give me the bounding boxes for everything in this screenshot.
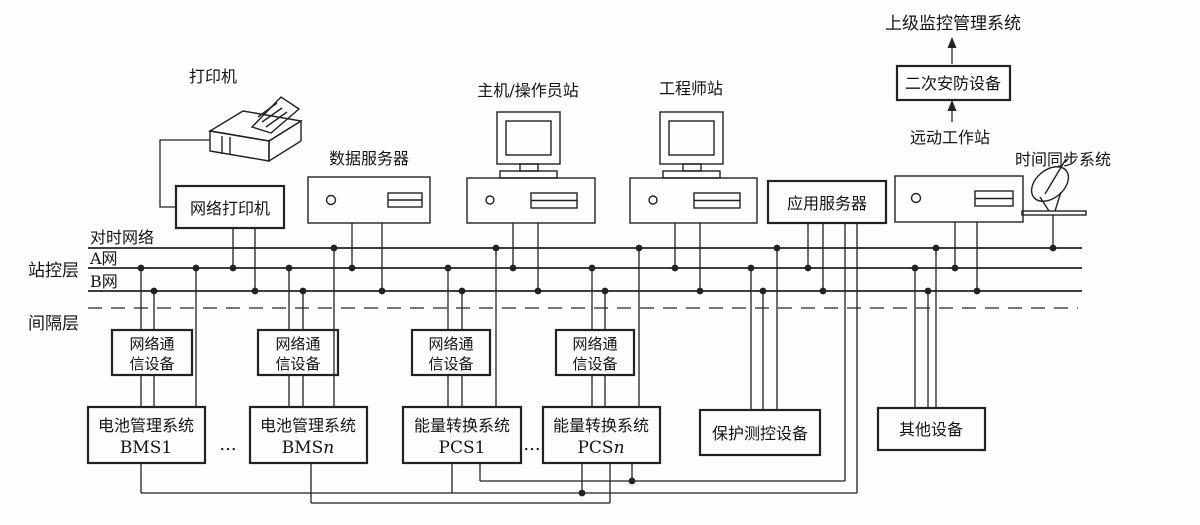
time-network-label: 对时网络 bbox=[90, 228, 154, 247]
svg-text:网络通: 网络通 bbox=[572, 335, 617, 353]
other-device-box: 其他设备 bbox=[876, 406, 987, 452]
pcsn-id: PCSn bbox=[577, 438, 624, 458]
printer-connector bbox=[159, 139, 210, 208]
network-comm-box-2: 网络通 信设备 bbox=[256, 328, 340, 377]
printer-icon bbox=[208, 96, 303, 163]
net-a-label: A网 bbox=[89, 249, 118, 268]
app-server-box bbox=[766, 179, 888, 225]
ellipsis-bms: ... bbox=[219, 434, 236, 455]
svg-text:保护测控设备: 保护测控设备 bbox=[712, 424, 808, 443]
svg-text:其他设备: 其他设备 bbox=[899, 420, 963, 439]
security-device-box bbox=[895, 64, 1012, 102]
network-printer-box bbox=[174, 184, 286, 230]
engineer-station-label: 工程师站 bbox=[659, 79, 723, 98]
time-sync-group: 时间同步系统 bbox=[1015, 150, 1111, 216]
svg-text:PCS1: PCS1 bbox=[439, 438, 486, 458]
protection-device-box: 保护测控设备 bbox=[698, 408, 822, 457]
network-printer-label: 网络打印机 bbox=[190, 199, 270, 218]
bmsn-box: 电池管理系统 BMSn bbox=[248, 405, 369, 465]
up-arrowhead bbox=[947, 37, 957, 48]
station-layer-label: 站控层 bbox=[28, 261, 79, 281]
time-sync-system-label: 时间同步系统 bbox=[1015, 150, 1111, 169]
printer-group: 打印机 网络打印机 bbox=[174, 67, 303, 230]
pcsn-box: 能量转换系统 PCSn bbox=[541, 405, 662, 465]
superior-system-label: 上级监控管理系统 bbox=[885, 14, 1021, 34]
svg-text:网络通: 网络通 bbox=[129, 335, 174, 353]
svg-text:电池管理系统: 电池管理系统 bbox=[98, 416, 194, 435]
svg-text:能量转换系统: 能量转换系统 bbox=[553, 416, 649, 435]
net-b-label: B网 bbox=[90, 272, 118, 291]
junction-dots bbox=[137, 244, 1057, 497]
layer-labels: 对时网络 A网 B网 站控层 间隔层 bbox=[28, 228, 154, 334]
svg-text:能量转换系统: 能量转换系统 bbox=[414, 416, 510, 435]
svg-text:网络通: 网络通 bbox=[428, 335, 473, 353]
security-device-label: 二次安防设备 bbox=[905, 74, 1001, 93]
printer-label: 打印机 bbox=[189, 67, 237, 86]
ellipsis-pcs: ... bbox=[523, 434, 540, 455]
svg-text:网络通: 网络通 bbox=[275, 335, 320, 353]
server-icon bbox=[307, 176, 431, 224]
server-icon bbox=[894, 175, 1024, 223]
workstation-computer-icon bbox=[629, 111, 758, 224]
operator-station-label: 主机/操作员站 bbox=[477, 81, 578, 100]
svg-text:信设备: 信设备 bbox=[428, 355, 473, 373]
connector-lines bbox=[140, 139, 1054, 504]
operator-station-group: 主机/操作员站 bbox=[466, 81, 596, 224]
network-comm-box-3: 网络通 信设备 bbox=[410, 328, 492, 377]
network-comm-box-1: 网络通 信设备 bbox=[110, 328, 194, 377]
svg-text:信设备: 信设备 bbox=[129, 355, 174, 373]
network-comm-box-4: 网络通 信设备 bbox=[554, 328, 636, 377]
workstation-computer-icon bbox=[466, 111, 596, 224]
supervision-chain: 上级监控管理系统 二次安防设备 远动工作站 bbox=[885, 14, 1021, 147]
remote-workstation-group bbox=[894, 175, 1024, 223]
svg-text:电池管理系统: 电池管理系统 bbox=[260, 416, 356, 435]
bus-lines bbox=[88, 247, 1082, 309]
svg-text:BMS1: BMS1 bbox=[120, 438, 172, 458]
engineer-station-group: 工程师站 bbox=[629, 79, 758, 224]
up-arrowhead bbox=[947, 100, 957, 111]
satellite-dish-icon bbox=[1021, 158, 1087, 216]
data-server-group: 数据服务器 bbox=[307, 149, 431, 224]
app-server-label: 应用服务器 bbox=[787, 194, 867, 213]
remote-workstation-label: 远动工作站 bbox=[910, 128, 990, 147]
app-server-group: 应用服务器 bbox=[766, 179, 888, 225]
svg-text:信设备: 信设备 bbox=[275, 355, 320, 373]
data-server-label: 数据服务器 bbox=[329, 149, 409, 168]
bay-layer-label: 间隔层 bbox=[28, 314, 79, 334]
svg-text:信设备: 信设备 bbox=[572, 355, 617, 373]
bms1-box: 电池管理系统 BMS1 bbox=[86, 405, 207, 465]
pcs1-box: 能量转换系统 PCS1 bbox=[401, 405, 523, 465]
bmsn-id: BMSn bbox=[282, 438, 335, 458]
